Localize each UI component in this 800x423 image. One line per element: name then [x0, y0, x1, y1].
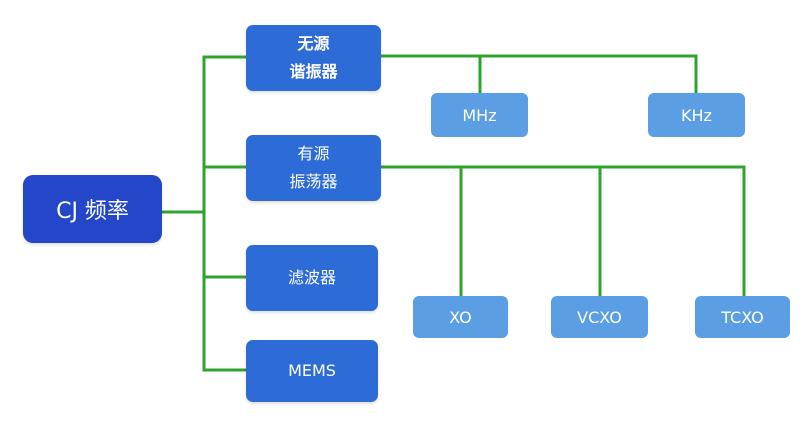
leaf-vcxo: VCXO: [551, 296, 648, 338]
node-label-line1: 无源: [297, 34, 330, 53]
node-filter: 滤波器: [246, 245, 378, 311]
node-active-oscillator: 有源 振荡器: [246, 135, 381, 201]
leaf-mhz: MHz: [431, 93, 528, 137]
root-node: CJ 频率: [23, 175, 162, 243]
root-label: CJ 频率: [56, 199, 129, 224]
node-label: 滤波器: [287, 268, 336, 287]
leaf-tcxo: TCXO: [695, 296, 790, 338]
leaf-xo: XO: [413, 296, 508, 338]
leaf-label: KHz: [681, 105, 712, 125]
node-label-line1: 有源: [297, 144, 330, 163]
leaf-label: VCXO: [577, 307, 622, 327]
leaf-label: MHz: [462, 105, 497, 125]
node-mems: MEMS: [246, 340, 378, 402]
node-label-line2: 谐振器: [289, 62, 338, 81]
node-label-line2: 振荡器: [289, 172, 338, 191]
node-passive-resonator: 无源 谐振器: [246, 25, 381, 91]
node-label: MEMS: [288, 361, 336, 380]
leaf-khz: KHz: [648, 93, 745, 137]
leaf-label: XO: [449, 307, 472, 327]
leaf-label: TCXO: [721, 307, 764, 327]
